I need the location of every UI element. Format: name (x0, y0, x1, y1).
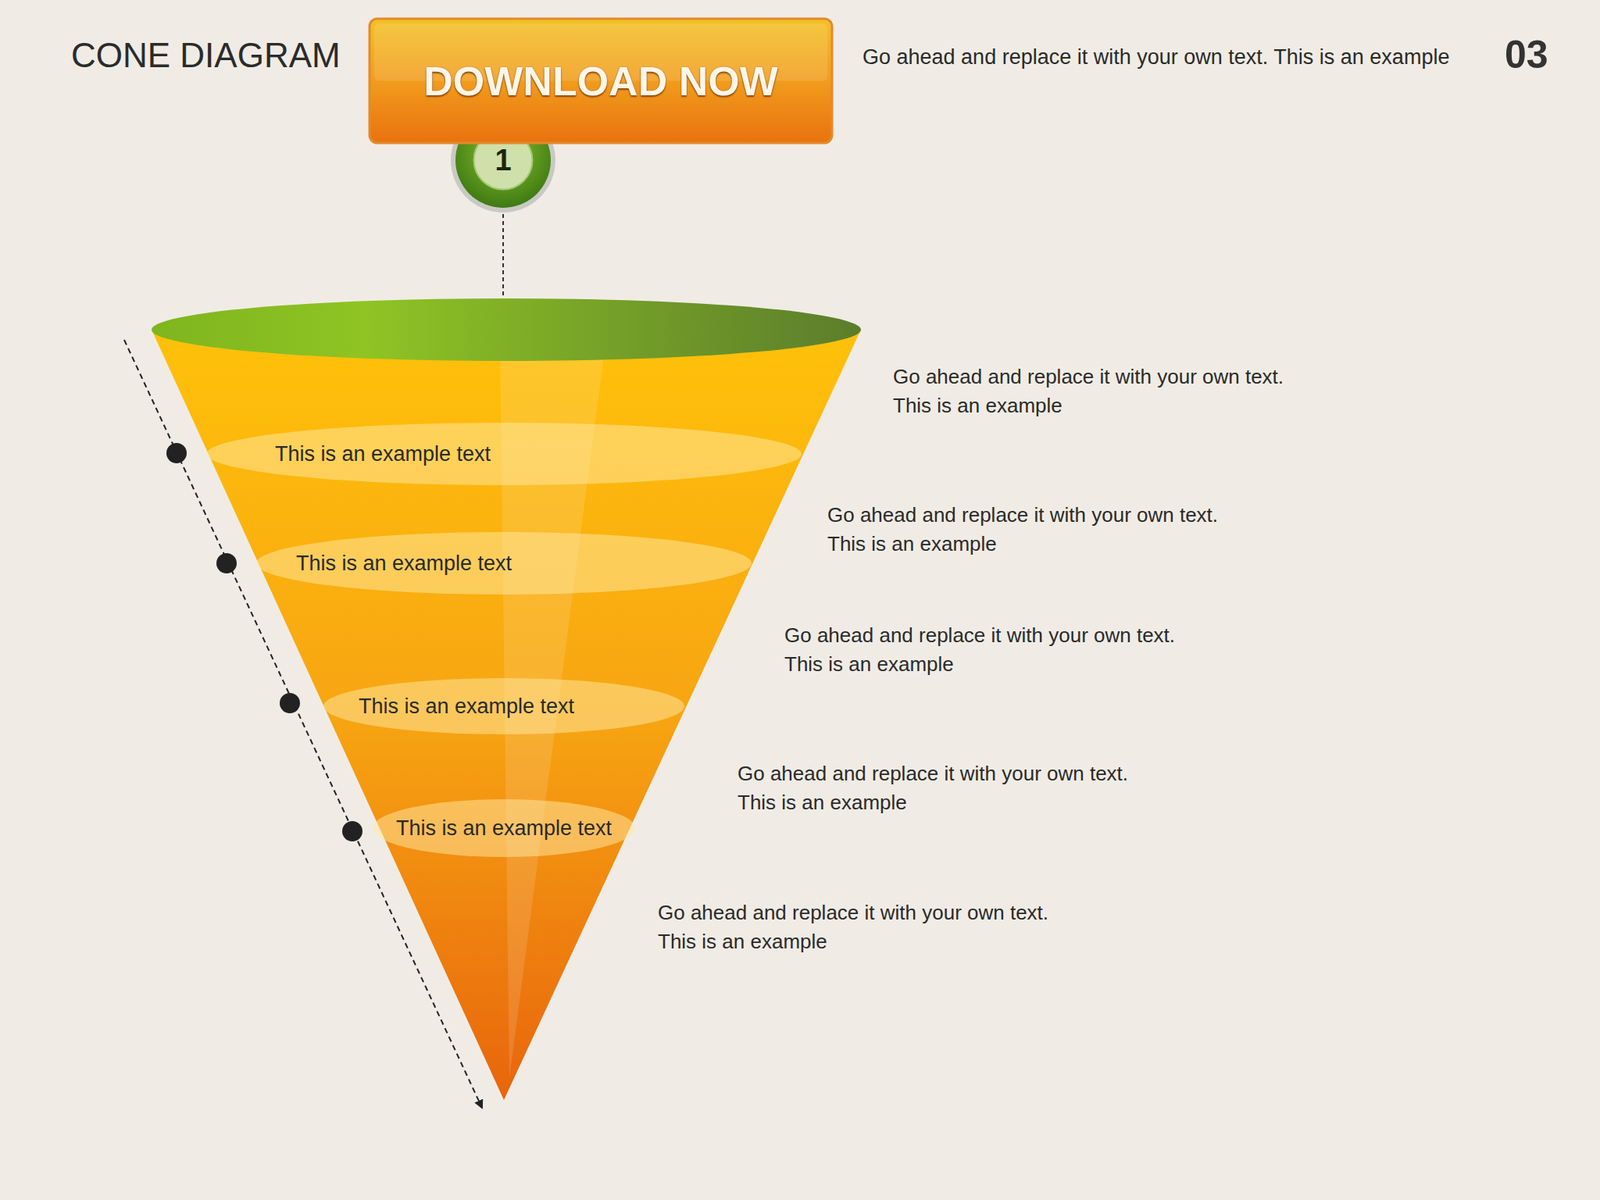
band-shape (372, 799, 636, 858)
marker-dot (166, 442, 187, 464)
band-shape (323, 678, 685, 735)
button-shape (369, 18, 833, 143)
cone-top (151, 298, 861, 361)
cone-band: This is an example text (372, 799, 636, 858)
band-text: This is an example text (275, 441, 491, 467)
diagram-title: CONE DIAGRAM (71, 35, 341, 75)
description-text: Go ahead and replace it with your own te… (784, 621, 1199, 679)
band-text: This is an example text (396, 815, 612, 841)
leader-line (502, 214, 504, 298)
cone-band: This is an example text (323, 678, 685, 735)
circle-inner (474, 131, 533, 190)
description-text: Go ahead and replace it with your own te… (657, 898, 1072, 957)
button-text: DOWNLOAD NOW (423, 57, 778, 105)
header-note: Go ahead and replace it with your own te… (862, 42, 1450, 72)
marker-dot (342, 821, 363, 842)
band-shape (206, 422, 802, 486)
cone-band: This is an example text (256, 532, 752, 595)
page-number: 03 (1504, 27, 1549, 83)
marker-dot (216, 553, 237, 574)
band-text: This is an example text (296, 550, 512, 576)
band-shape (256, 532, 752, 595)
description-text: Go ahead and replace it with your own te… (892, 362, 1308, 421)
description-text: Go ahead and replace it with your own te… (827, 500, 1242, 559)
marker-dot (279, 692, 300, 714)
circle-ring (450, 107, 556, 213)
callout-number: 1 (494, 143, 511, 178)
download-button: DOWNLOAD NOW (367, 17, 834, 145)
cone-body (151, 329, 861, 1100)
circle-shape (455, 112, 551, 208)
description-text: Go ahead and replace it with your own te… (737, 759, 1152, 818)
cone-band: This is an example text (206, 422, 802, 486)
band-text: This is an example text (358, 693, 575, 719)
